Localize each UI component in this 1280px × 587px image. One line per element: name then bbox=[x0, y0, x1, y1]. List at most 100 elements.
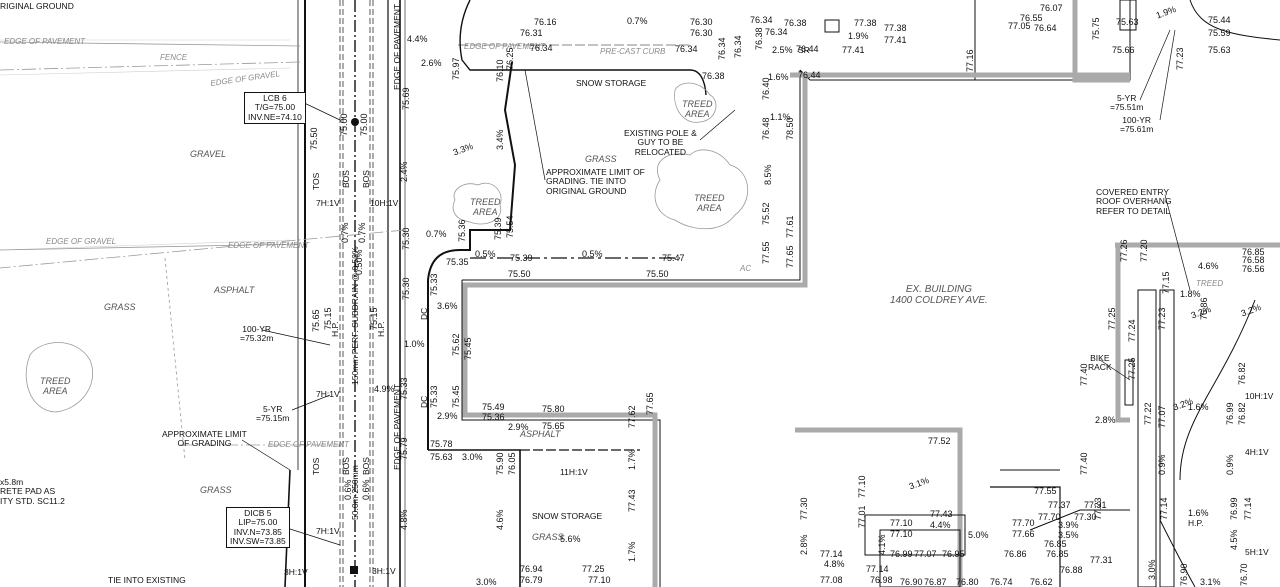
elevation: 77.14 bbox=[866, 564, 889, 574]
elevation: 75.69 bbox=[401, 87, 411, 110]
existing-pole-note: EXISTING POLE & GUY TO BE RELOCATED bbox=[624, 128, 697, 157]
tos-label-lower: TOS bbox=[311, 457, 321, 475]
slope-label: 2.9% bbox=[437, 411, 458, 421]
elevation: 75.47 bbox=[662, 253, 685, 263]
elevation: 77.23 bbox=[1157, 307, 1167, 330]
elevation: 77.23 bbox=[1175, 47, 1185, 70]
slope-label: 1.7% bbox=[627, 541, 637, 562]
elevation: 77.38 bbox=[884, 23, 907, 33]
elevation: 76.85 bbox=[1046, 549, 1069, 559]
elevation: 75.15 bbox=[369, 307, 379, 330]
asphalt-mid-label: ASPHALT bbox=[520, 429, 561, 439]
elevation: 77.38 bbox=[854, 18, 877, 28]
elevation: 75.78 bbox=[430, 439, 453, 449]
grass-low-label: GRASS bbox=[532, 532, 564, 542]
elevation: 77.10 bbox=[890, 529, 913, 539]
slope-label: 0.50% bbox=[354, 249, 364, 275]
slope-label: 4.1% bbox=[877, 534, 887, 555]
dc-label: DC bbox=[419, 307, 429, 320]
elevation: 75.65 bbox=[311, 309, 321, 332]
100yr-right-label: 100-YR =75.61m bbox=[1120, 115, 1154, 135]
5yr-left-label: 5-YR =75.15m bbox=[256, 404, 290, 424]
slope-label: 1.6% bbox=[1188, 402, 1209, 412]
dc-label-2: DC bbox=[419, 395, 429, 408]
elevation: 76.82 bbox=[1237, 402, 1247, 425]
treed-area-top: TREED AREA bbox=[682, 99, 713, 119]
slope-label: 4.6% bbox=[1198, 261, 1219, 271]
treed-right-label: TREED bbox=[1196, 279, 1224, 288]
slope-label: 8.5% bbox=[763, 164, 773, 185]
elevation: 76.99 bbox=[1229, 497, 1239, 520]
elevation: 76.98 bbox=[870, 575, 893, 585]
elevation: 76.34 bbox=[733, 35, 743, 58]
elevation: 76.82 bbox=[1237, 362, 1247, 385]
slope-label: 1.7% bbox=[627, 449, 637, 470]
elevation: 75.49 bbox=[482, 402, 505, 412]
elevation: 76.94 bbox=[520, 564, 543, 574]
slope-label: 1.0% bbox=[404, 339, 425, 349]
elevation: 76.07 bbox=[1040, 3, 1063, 13]
slope-label: 2.8% bbox=[1095, 415, 1116, 425]
elevation: 75.65 bbox=[542, 421, 565, 431]
slope-label: 4.5% bbox=[1229, 529, 1239, 550]
elevation: 77.16 bbox=[965, 49, 975, 72]
elevation: 75.35 bbox=[446, 257, 469, 267]
edge-of-pavement-top: EDGE OF PAVEMENT bbox=[464, 42, 546, 51]
slope-4h: 4H:1V bbox=[1245, 447, 1269, 457]
elevation: 77.43 bbox=[627, 489, 637, 512]
slope-label: 2.9% bbox=[508, 422, 529, 432]
entry-structures bbox=[864, 0, 1280, 587]
bos-label: BOS bbox=[341, 170, 351, 188]
slope-label: 0.7% bbox=[340, 222, 350, 243]
slope-label: 3.1% bbox=[1200, 577, 1221, 587]
elevation: 76.99 bbox=[890, 549, 913, 559]
elevation: 77.31 bbox=[1090, 555, 1113, 565]
elevation: 75.52 bbox=[761, 202, 771, 225]
elevation: 75.54 bbox=[505, 215, 515, 238]
elevation: 77.25 bbox=[1127, 357, 1137, 380]
elevation: 75.66 bbox=[1112, 45, 1135, 55]
ac-label: AC bbox=[740, 264, 752, 273]
elevation: 75.33 bbox=[429, 385, 439, 408]
elevation: 75.97 bbox=[451, 57, 461, 80]
elevation: 76.56 bbox=[1242, 264, 1265, 274]
slope-label: 1.6% bbox=[768, 72, 789, 82]
elevation: 75.30 bbox=[401, 227, 411, 250]
slope-label: 0.7% bbox=[627, 16, 648, 26]
100yr-left-label: 100-YR =75.32m bbox=[240, 324, 274, 344]
elevation: 76.30 bbox=[690, 17, 713, 27]
elevation: 75.80 bbox=[542, 404, 565, 414]
elevation: 76.85 bbox=[1242, 247, 1265, 257]
elevation: 75.00 bbox=[339, 113, 349, 136]
slope-label: 0.6% bbox=[361, 479, 371, 500]
elevation: 75.50 bbox=[646, 269, 669, 279]
elevation: 75.00 bbox=[359, 113, 369, 136]
lcb-6-callout: LCB 6 T/G=75.00 INV.NE=74.10 bbox=[244, 92, 306, 125]
slope-7h-top: 7H:1V bbox=[316, 198, 340, 208]
elevation: 77.14 bbox=[1243, 497, 1253, 520]
elevation: 76.30 bbox=[690, 28, 713, 38]
grass-label-lower: GRASS bbox=[200, 485, 232, 495]
elevation: 77.10 bbox=[588, 575, 611, 585]
grass-label-left: GRASS bbox=[104, 302, 136, 312]
slope-10h-right: 10H:1V bbox=[1245, 391, 1274, 401]
gravel-area-label: GRAVEL bbox=[190, 149, 227, 159]
elevation: 76.62 bbox=[1030, 577, 1053, 587]
elevation: 77.10 bbox=[857, 475, 867, 498]
elevation: 77.52 bbox=[928, 436, 951, 446]
edge-of-pavement-vertical: EDGE OF PAVEMENT bbox=[392, 3, 402, 90]
elevation: 77.41 bbox=[842, 45, 865, 55]
elevation: 76.80 bbox=[956, 577, 979, 587]
elevation: 77.10 bbox=[890, 518, 913, 528]
elevation: 76.85 bbox=[1044, 539, 1067, 549]
slope-label: 4.4% bbox=[407, 34, 428, 44]
asphalt-label-left: ASPHALT bbox=[214, 285, 255, 295]
slope-label: 1.8% bbox=[1180, 289, 1201, 299]
slope-label: 0.9% bbox=[1225, 454, 1235, 475]
elevation: 76.58 bbox=[1242, 255, 1265, 265]
elevation: 76.34 bbox=[530, 43, 553, 53]
slope-label: 4.8% bbox=[399, 509, 409, 530]
elevation: 76.10 bbox=[495, 59, 505, 82]
elevation: 76.95 bbox=[942, 549, 965, 559]
tree-canopy bbox=[25, 82, 749, 413]
